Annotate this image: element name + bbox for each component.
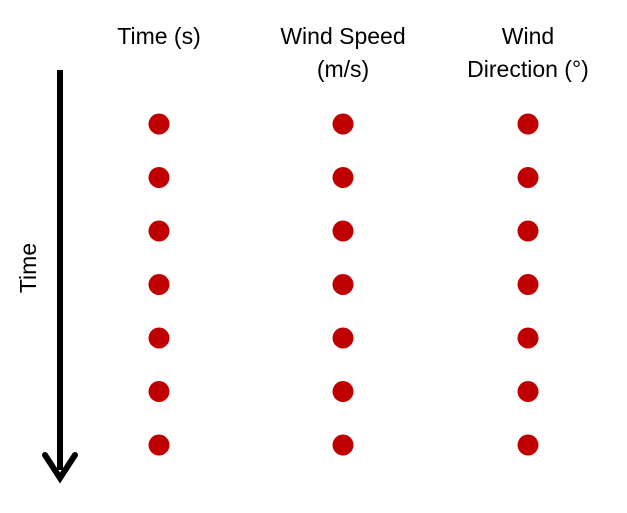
data-point-row-4-col-3: [517, 274, 539, 295]
column-header-1-line-1: Time (s): [117, 23, 200, 49]
column-header-2-line-1: Wind Speed: [280, 23, 405, 49]
column-header-2: Wind Speed (m/s): [280, 23, 405, 82]
data-point-row-7-col-2: [332, 434, 354, 456]
data-point-row-2-col-3: [517, 167, 539, 188]
data-point-row-1-col-2: [332, 113, 354, 135]
column-header-3-line-1: Wind: [502, 23, 554, 49]
column-header-2-line-2: (m/s): [317, 56, 369, 82]
data-point-row-5-col-3: [517, 327, 539, 349]
data-point-row-2-col-1: [148, 167, 170, 188]
data-point-row-1-col-1: [148, 113, 170, 135]
time-axis-arrow-head: [42, 452, 78, 484]
column-header-1: Time (s): [117, 23, 200, 49]
time-axis: Time: [15, 70, 78, 484]
data-point-row-7-col-3: [517, 434, 539, 456]
data-point-row-5-col-2: [332, 327, 354, 349]
data-point-grid: [148, 113, 539, 456]
data-point-row-6-col-1: [148, 381, 170, 402]
data-point-row-3-col-2: [332, 220, 354, 242]
data-point-row-7-col-1: [148, 434, 170, 456]
data-point-row-3-col-3: [517, 220, 539, 242]
data-point-row-6-col-2: [332, 381, 354, 402]
column-header-3-line-2: Direction (°): [467, 56, 589, 82]
data-point-row-4-col-2: [332, 274, 354, 295]
data-point-row-6-col-3: [517, 381, 539, 402]
time-axis-label: Time: [15, 243, 41, 293]
data-point-row-1-col-3: [517, 113, 539, 135]
data-point-row-4-col-1: [148, 274, 170, 295]
data-point-row-3-col-1: [148, 220, 170, 242]
data-point-row-2-col-2: [332, 167, 354, 188]
data-point-row-5-col-1: [148, 327, 170, 349]
